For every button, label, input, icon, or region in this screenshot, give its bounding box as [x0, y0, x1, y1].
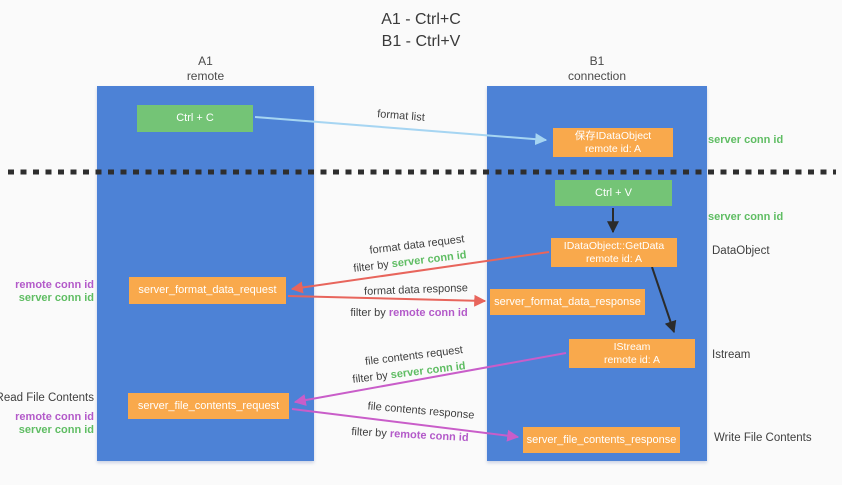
- arrow-label-file-contents-response: file contents response: [367, 400, 475, 421]
- side-label-remote-conn-id-1: remote conn id: [15, 279, 94, 291]
- filter-by-text: filter by: [350, 307, 389, 319]
- node-ctrl-c: Ctrl + C: [137, 105, 253, 132]
- node-server-file-contents-request-label: server_file_contents_request: [137, 399, 280, 412]
- node-server-format-data-request: server_format_data_request: [129, 277, 286, 304]
- side-label-remote-conn-id-2: remote conn id: [15, 411, 94, 423]
- node-istream-line1: IStream: [613, 340, 651, 353]
- lane-b1-role: connection: [567, 69, 627, 83]
- arrow-label-filter-remote-conn-1: filter by remote conn id: [350, 307, 467, 319]
- node-ctrl-c-label: Ctrl + C: [176, 112, 214, 124]
- node-idataobject-getdata: IDataObject::GetData remote id: A: [551, 238, 677, 267]
- node-istream: IStream remote id: A: [569, 339, 695, 368]
- side-label-server-conn-id-2: server conn id: [708, 211, 784, 223]
- arrow-label-filter-remote-conn-2: filter by remote conn id: [351, 426, 469, 444]
- side-label-read-file-contents: Read File Contents: [0, 392, 94, 404]
- node-getdata-line2: remote id: A: [585, 252, 643, 265]
- format-list-text: format list: [376, 108, 426, 124]
- lane-b1-name: B1: [589, 54, 605, 68]
- node-ctrl-v: Ctrl + V: [555, 180, 672, 206]
- node-save-idataobject: 保存IDataObject remote id: A: [553, 128, 673, 157]
- node-server-format-data-response-label: server_format_data_response: [494, 295, 641, 308]
- node-server-file-contents-response-label: server_file_contents_response: [526, 433, 677, 446]
- filter-by-text: filter by: [352, 258, 393, 275]
- node-server-format-data-request-label: server_format_data_request: [138, 284, 277, 296]
- filter-by-text: filter by: [351, 369, 392, 386]
- format-data-response-text: format data response: [363, 282, 469, 298]
- lane-header-b1: B1 connection: [487, 54, 707, 84]
- node-save-idataobject-line1: 保存IDataObject: [574, 129, 652, 142]
- node-istream-line2: remote id: A: [603, 353, 661, 366]
- node-save-idataobject-line2: remote id: A: [584, 142, 642, 155]
- lane-a1-role: remote: [186, 69, 225, 83]
- node-ctrl-v-label: Ctrl + V: [595, 186, 632, 199]
- side-label-istream: Istream: [712, 349, 751, 361]
- node-server-format-data-response: server_format_data_response: [490, 289, 645, 315]
- node-getdata-line1: IDataObject::GetData: [563, 239, 665, 252]
- file-contents-response-text: file contents response: [367, 400, 475, 422]
- node-server-file-contents-response: server_file_contents_response: [523, 427, 680, 453]
- diagram-title: A1 - Ctrl+C B1 - Ctrl+V: [0, 9, 842, 53]
- side-label-write-file-contents: Write File Contents: [714, 432, 812, 444]
- arrow-label-format-data-response: format data response: [364, 282, 468, 298]
- arrow-label-format-list: format list: [377, 108, 425, 124]
- lane-a1-name: A1: [198, 54, 213, 68]
- remote-conn-id-text: remote conn id: [388, 307, 468, 319]
- side-label-server-conn-id-1: server conn id: [708, 134, 784, 146]
- node-server-file-contents-request: server_file_contents_request: [128, 393, 289, 419]
- title-line-2: B1 - Ctrl+V: [381, 33, 461, 50]
- remote-conn-id-text: remote conn id: [389, 427, 469, 445]
- filter-by-text: filter by: [351, 425, 391, 440]
- title-line-1: A1 - Ctrl+C: [381, 11, 461, 28]
- side-label-server-conn-id-4: server conn id: [18, 424, 94, 436]
- lane-header-a1: A1 remote: [97, 54, 314, 84]
- side-label-dataobject: DataObject: [712, 245, 770, 257]
- side-label-server-conn-id-3: server conn id: [18, 292, 94, 304]
